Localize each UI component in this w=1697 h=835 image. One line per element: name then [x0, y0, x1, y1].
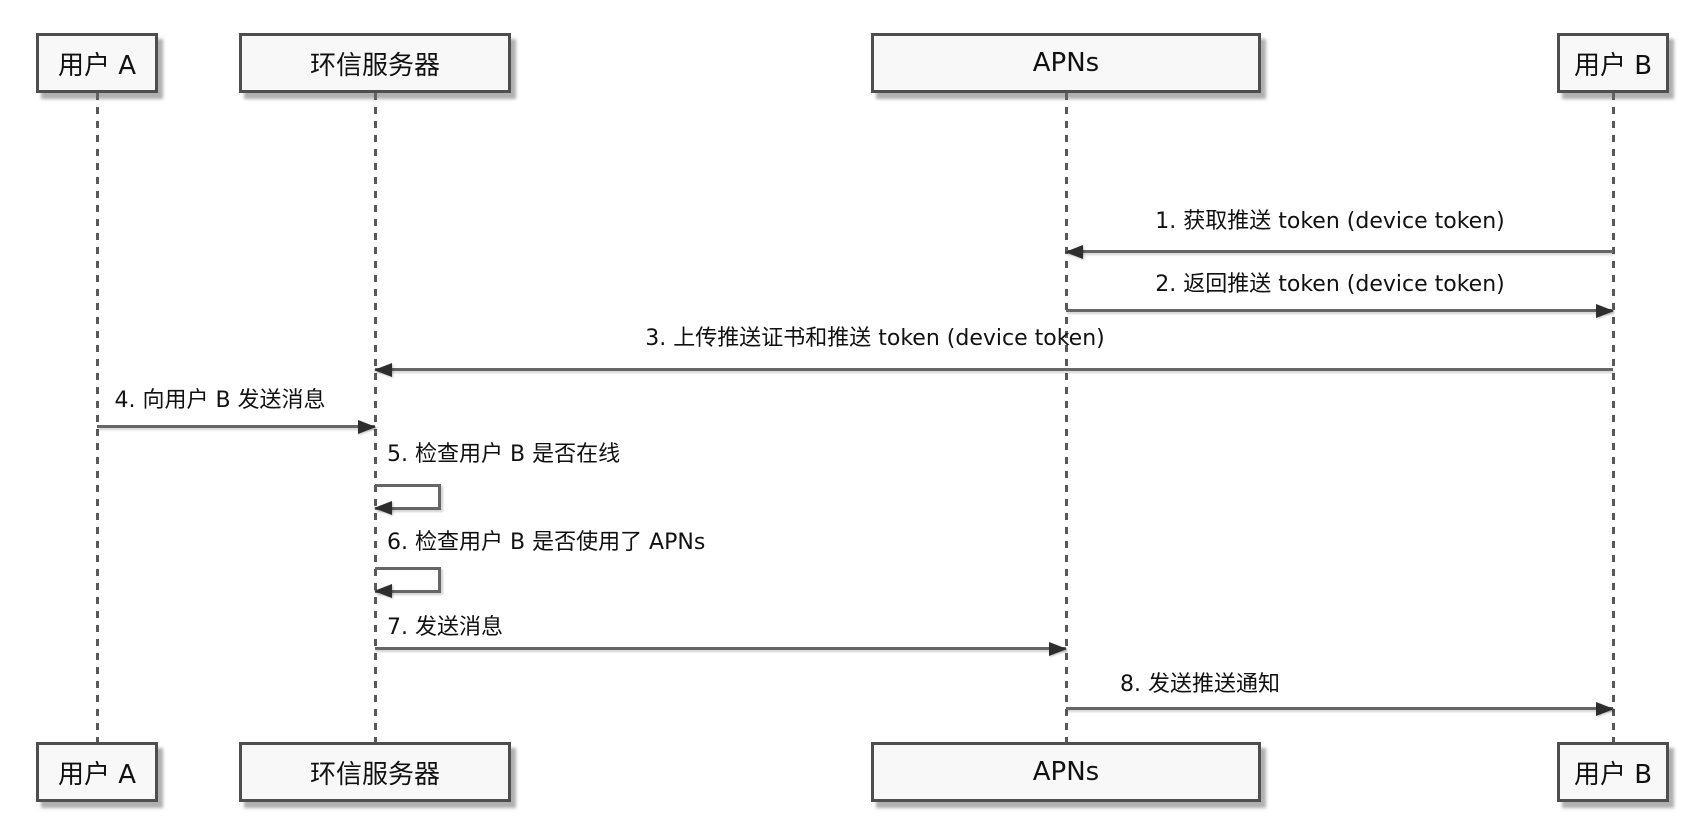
participant-box-apns-bottom: APNs	[871, 742, 1261, 802]
participant-box-user-a-top: 用户 A	[36, 33, 158, 93]
lifeline-user-b	[1612, 93, 1615, 743]
message-1-arrowhead-left-icon	[1065, 245, 1083, 259]
participant-label: 用户 B	[1573, 50, 1653, 81]
participant-box-user-b-bottom: 用户 B	[1557, 742, 1669, 802]
message-1-label: 1. 获取推送 token (device token)	[1155, 209, 1505, 234]
message-8-line	[1066, 707, 1613, 710]
message-4-label: 4. 向用户 B 发送消息	[114, 388, 326, 413]
participant-label: APNs	[1032, 757, 1100, 787]
message-5-label: 5. 检查用户 B 是否在线	[387, 442, 621, 467]
message-6-self-loop	[375, 567, 441, 593]
message-3-arrowhead-left-icon	[374, 363, 392, 377]
participant-label: APNs	[1032, 48, 1100, 78]
message-3-label: 3. 上传推送证书和推送 token (device token)	[645, 326, 1105, 351]
lifeline-easemob-server	[374, 93, 377, 743]
message-7-line	[375, 647, 1066, 650]
message-1-line	[1066, 250, 1613, 253]
message-2-arrowhead-right-icon	[1596, 304, 1614, 318]
message-6-arrowhead-left-icon	[374, 584, 392, 598]
message-8-label: 8. 发送推送通知	[1120, 672, 1280, 697]
lifeline-apns	[1065, 93, 1068, 743]
participant-label: 环信服务器	[309, 759, 440, 790]
participant-box-user-b-top: 用户 B	[1557, 33, 1669, 93]
message-5-arrowhead-left-icon	[374, 501, 392, 515]
message-4-arrowhead-right-icon	[358, 420, 376, 434]
message-6-label: 6. 检查用户 B 是否使用了 APNs	[387, 530, 706, 555]
participant-label: 用户 A	[57, 50, 137, 81]
message-5-self-loop	[375, 484, 441, 510]
participant-box-easemob-server-bottom: 环信服务器	[239, 742, 511, 802]
participant-label: 用户 B	[1573, 759, 1653, 790]
lifeline-user-a	[96, 93, 99, 743]
participant-label: 用户 A	[57, 759, 137, 790]
message-4-line	[97, 425, 375, 428]
message-8-arrowhead-right-icon	[1596, 702, 1614, 716]
message-7-arrowhead-right-icon	[1049, 642, 1067, 656]
participant-box-apns-top: APNs	[871, 33, 1261, 93]
message-7-label: 7. 发送消息	[387, 615, 503, 640]
participant-box-user-a-bottom: 用户 A	[36, 742, 158, 802]
message-3-line	[375, 368, 1613, 371]
message-2-line	[1066, 309, 1613, 312]
message-2-label: 2. 返回推送 token (device token)	[1155, 272, 1505, 297]
participant-label: 环信服务器	[309, 50, 440, 81]
participant-box-easemob-server-top: 环信服务器	[239, 33, 511, 93]
